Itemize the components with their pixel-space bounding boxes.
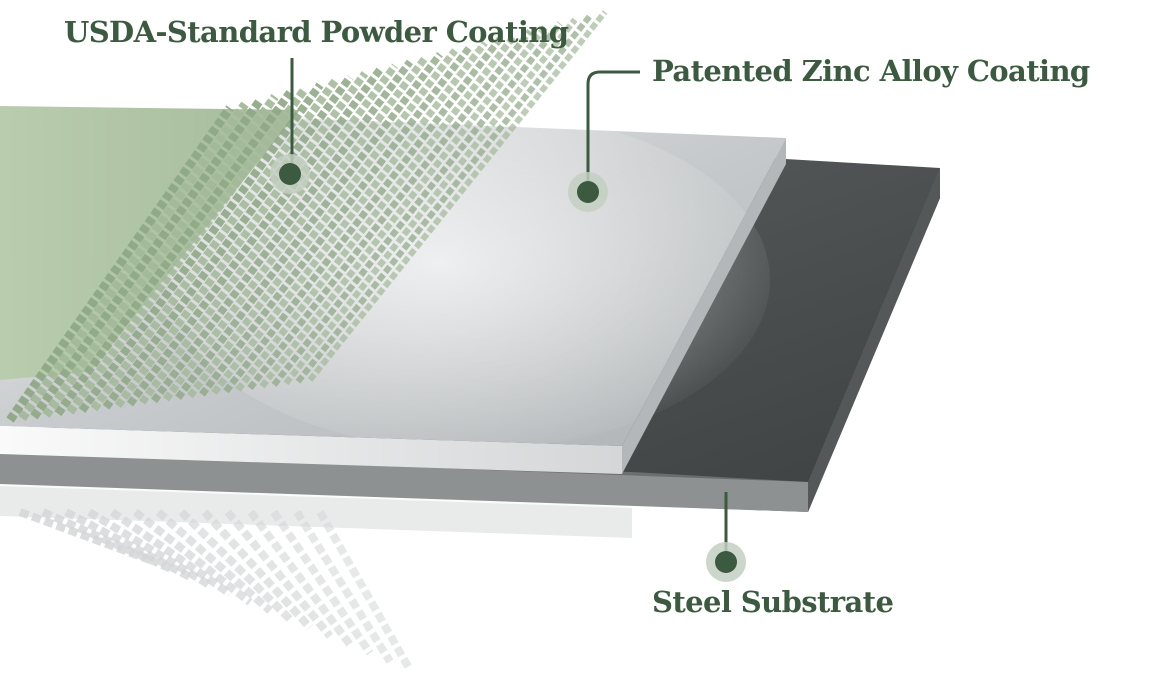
steel-substrate-label: Steel Substrate xyxy=(652,588,893,617)
lower-strand xyxy=(228,512,330,636)
zinc-marker-dot xyxy=(577,181,599,203)
powder-marker-dot xyxy=(279,163,301,185)
steel-marker-dot xyxy=(715,551,737,573)
lower-strand xyxy=(251,512,350,645)
powder-coating-label: USDA-Standard Powder Coating xyxy=(64,18,568,47)
lower-powder-strands xyxy=(20,512,410,670)
zinc-coating-label: Patented Zinc Alloy Coating xyxy=(652,57,1090,86)
